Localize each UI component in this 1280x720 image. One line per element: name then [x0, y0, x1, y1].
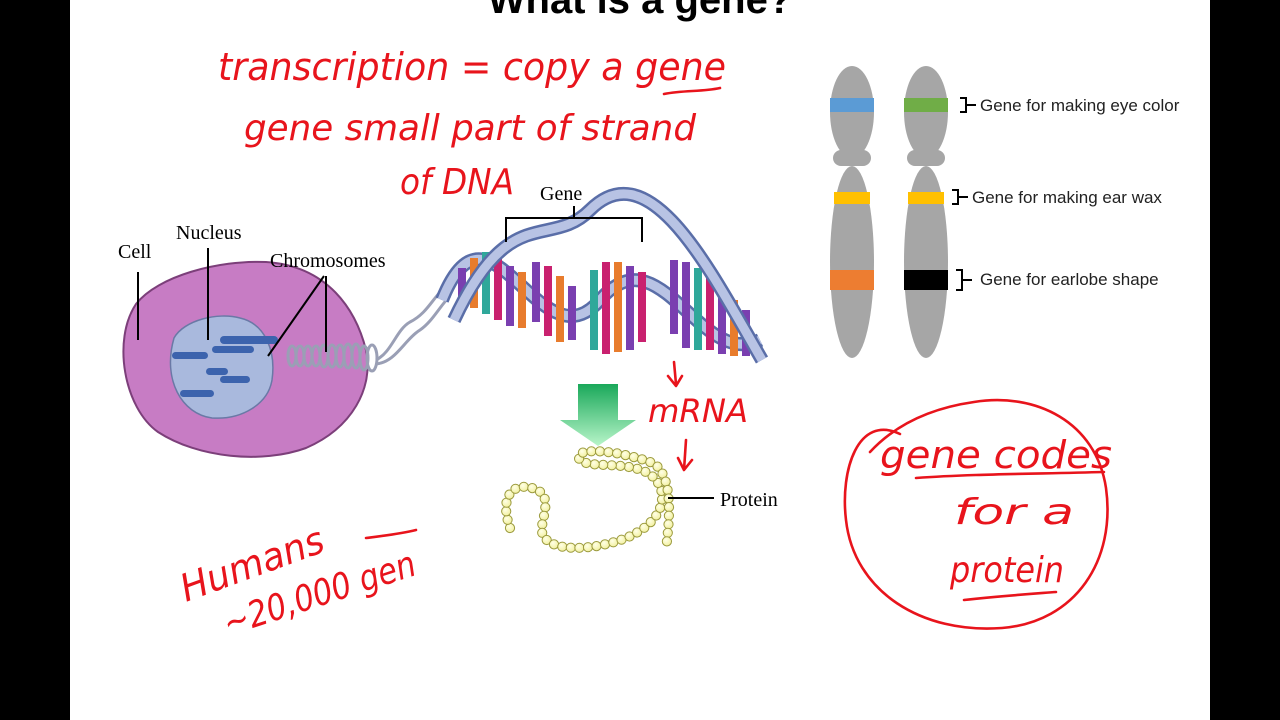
- protein-bead: [540, 502, 551, 513]
- protein-bead: [594, 446, 606, 457]
- protein-bead: [623, 461, 635, 473]
- protein-bead: [586, 446, 597, 457]
- dna-double-helix: [435, 187, 769, 364]
- note-circle: [843, 398, 1109, 630]
- protein-bead: [615, 460, 626, 471]
- protein-bead: [599, 539, 611, 550]
- cell-label: Cell: [118, 241, 152, 263]
- protein-bead: [662, 484, 673, 496]
- protein-bead: [598, 459, 609, 470]
- protein-bead: [632, 527, 643, 538]
- note-for-a: for a: [954, 492, 1074, 533]
- protein-bead: [582, 542, 594, 553]
- nucleus-label: Nucleus: [176, 222, 242, 244]
- gene-label-earlobe: Gene for earlobe shape: [980, 270, 1159, 289]
- right-band-earlobe: [904, 270, 948, 290]
- left-band-earlobe: [830, 270, 874, 290]
- protein-bead: [510, 483, 521, 494]
- protein-bead: [577, 447, 589, 458]
- gene-label-ear-wax: Gene for making ear wax: [972, 188, 1162, 207]
- gene-codes-underline: [914, 470, 1106, 480]
- protein-bead: [557, 541, 568, 552]
- protein-bead: [660, 476, 671, 487]
- protein-bead: [647, 471, 658, 482]
- left-band-eye-color: [830, 98, 874, 112]
- gene-label: Gene: [540, 183, 582, 205]
- right-band-eye-color: [904, 98, 948, 112]
- protein-bead: [537, 527, 548, 538]
- gene-underline: [662, 86, 722, 96]
- protein-bead: [591, 541, 602, 552]
- protein-bead: [537, 519, 548, 530]
- protein-bead: [502, 514, 513, 525]
- note-transcription: transcription = copy a gene: [218, 45, 726, 89]
- mrna-arrow-top: [666, 360, 684, 388]
- protein-bead: [661, 536, 673, 547]
- protein-bead: [663, 519, 674, 530]
- gene-label-eye-color: Gene for making eye color: [980, 96, 1180, 115]
- gene-brackets: [952, 97, 976, 291]
- mrna-arrow-bottom: [676, 438, 694, 472]
- protein-bead: [620, 450, 631, 461]
- protein-bead: [565, 542, 576, 553]
- note-protein: protein: [949, 550, 1064, 591]
- chromosome-panel: Gene for making eye color Gene for makin…: [830, 66, 1180, 358]
- strikethrough: [364, 528, 418, 540]
- chromosome-right: [904, 66, 948, 358]
- protein-chain: [501, 446, 675, 553]
- protein-bead: [652, 461, 663, 472]
- slide-canvas: Cell Nucleus Chromosomes Gene Protein: [118, 45, 1180, 645]
- note-gene-codes: gene codes: [880, 433, 1112, 477]
- transcription-arrow: [560, 384, 636, 446]
- coiled-dna: [286, 288, 452, 373]
- protein-bead: [538, 510, 550, 521]
- protein-bead: [606, 460, 617, 471]
- protein-bead: [639, 522, 650, 533]
- protein-bead: [534, 486, 546, 497]
- protein-bead: [655, 502, 666, 513]
- protein-bead: [541, 534, 552, 546]
- protein-bead: [632, 463, 643, 474]
- protein-label: Protein: [720, 489, 778, 511]
- protein-bead: [504, 489, 515, 500]
- protein-underline: [962, 590, 1058, 602]
- slide-title: What is a gene?: [487, 0, 793, 22]
- note-mrna: mRNA: [648, 392, 748, 430]
- protein-bead: [574, 542, 585, 553]
- protein-bead: [662, 527, 673, 538]
- protein-bead: [501, 506, 512, 517]
- right-band-ear-wax: [908, 192, 944, 204]
- chromosomes-label: Chromosomes: [270, 250, 386, 272]
- protein-bead: [603, 447, 614, 458]
- protein-bead: [518, 481, 529, 492]
- cell-dna-diagram: Cell Nucleus Chromosomes Gene Protein: [118, 183, 778, 553]
- left-band-ear-wax: [834, 192, 870, 204]
- protein-bead: [645, 457, 656, 468]
- protein-bead: [612, 448, 623, 459]
- slide: What is a gene?: [70, 0, 1210, 720]
- protein-bead: [663, 510, 675, 521]
- nucleus-chromosomes: [172, 336, 278, 397]
- note-of-dna: of DNA: [400, 162, 514, 203]
- note-gene-part: gene small part of strand: [244, 108, 697, 149]
- label-leader-lines: [137, 248, 327, 357]
- nucleus: [169, 315, 274, 419]
- protein-bead: [539, 493, 550, 504]
- protein-bead: [589, 459, 600, 470]
- protein-bead: [645, 517, 656, 528]
- protein-bead: [663, 502, 675, 513]
- protein-bead: [548, 539, 560, 550]
